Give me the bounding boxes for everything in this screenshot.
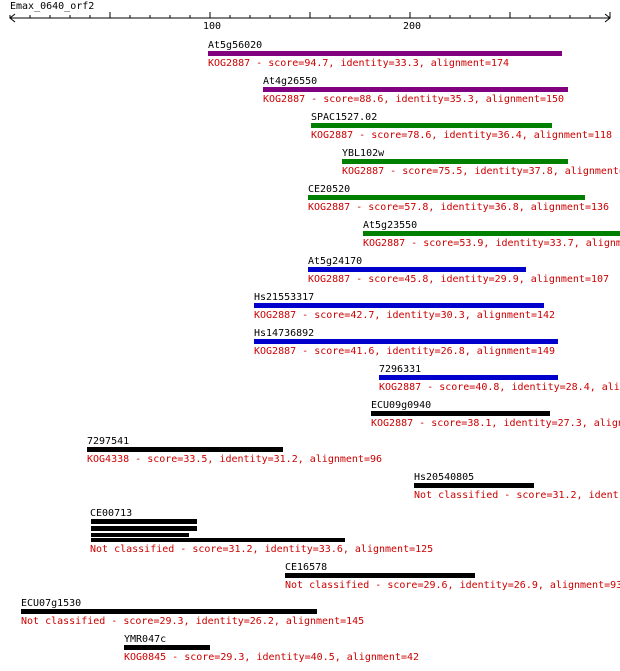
hit-bar[interactable] (263, 87, 568, 92)
ruler-axis (9, 12, 611, 23)
hit-bar[interactable] (311, 123, 552, 128)
hit-bar[interactable] (254, 339, 558, 344)
hit-stats: KOG2887 - score=94.7, identity=33.3, ali… (208, 58, 510, 69)
hit-stats: KOG2887 - score=40.8, identity=28.4, ali (379, 382, 620, 393)
hit-bar[interactable] (308, 195, 585, 200)
hit-name[interactable]: At5g24170 (308, 256, 363, 267)
hit-name[interactable]: CE00713 (90, 508, 133, 519)
hit-bar[interactable] (371, 411, 550, 416)
hit-name[interactable]: CE16578 (285, 562, 328, 573)
hit-stats: KOG0845 - score=29.3, identity=40.5, ali… (124, 652, 420, 663)
hit-bar[interactable] (414, 483, 534, 488)
hit-name[interactable]: ECU07g1530 (21, 598, 82, 609)
hit-stats: KOG2887 - score=38.1, identity=27.3, ali… (371, 418, 620, 429)
hit-bar[interactable] (124, 645, 210, 650)
hit-stats: Not classified - score=31.2, ident (414, 490, 619, 501)
ruler-tick-label: 200 (403, 21, 422, 32)
hit-name[interactable]: 7297541 (87, 436, 130, 447)
hit-stats: KOG2887 - score=53.9, identity=33.7, ali… (363, 238, 620, 249)
hit-name[interactable]: At5g56020 (208, 40, 263, 51)
hit-name[interactable]: SPAC1527.02 (311, 112, 378, 123)
hit-stats: KOG2887 - score=45.8, identity=29.9, ali… (308, 274, 610, 285)
ruler-tick-label: 100 (203, 21, 222, 32)
hit-bar[interactable] (91, 538, 345, 542)
hit-bar-segment[interactable] (91, 526, 197, 531)
sequence-title: Emax_0640_orf2 (10, 1, 95, 12)
hit-stats: KOG4338 - score=33.5, identity=31.2, ali… (87, 454, 383, 465)
hit-stats: KOG2887 - score=42.7, identity=30.3, ali… (254, 310, 556, 321)
hit-bar[interactable] (87, 447, 283, 452)
hit-name[interactable]: YMR047c (124, 634, 167, 645)
hit-stats: KOG2887 - score=75.5, identity=37.8, ali… (342, 166, 620, 177)
hit-bar[interactable] (285, 573, 475, 578)
hit-stats: KOG2887 - score=88.6, identity=35.3, ali… (263, 94, 565, 105)
hit-name[interactable]: Hs21553317 (254, 292, 315, 303)
hit-stats: Not classified - score=29.6, identity=26… (285, 580, 620, 591)
hit-name[interactable]: Hs20540805 (414, 472, 475, 483)
hit-bar[interactable] (379, 375, 558, 380)
hit-bar[interactable] (342, 159, 568, 164)
hit-name[interactable]: ECU09g0940 (371, 400, 432, 411)
hit-stats: Not classified - score=31.2, identity=33… (90, 544, 434, 555)
hit-stats: KOG2887 - score=78.6, identity=36.4, ali… (311, 130, 613, 141)
hit-bar[interactable] (208, 51, 562, 56)
hit-name[interactable]: Hs14736892 (254, 328, 315, 339)
hit-stats: Not classified - score=29.3, identity=26… (21, 616, 365, 627)
hit-bar[interactable] (21, 609, 317, 614)
hit-name[interactable]: YBL102w (342, 148, 385, 159)
hit-name[interactable]: 7296331 (379, 364, 422, 375)
hit-name[interactable]: CE20520 (308, 184, 351, 195)
hit-stats: KOG2887 - score=57.8, identity=36.8, ali… (308, 202, 610, 213)
hit-name[interactable]: At5g23550 (363, 220, 418, 231)
hit-bar[interactable] (254, 303, 544, 308)
hit-bar-segment[interactable] (91, 519, 197, 524)
hit-stats: KOG2887 - score=41.6, identity=26.8, ali… (254, 346, 556, 357)
hit-bar-segment[interactable] (91, 533, 189, 537)
hit-name[interactable]: At4g26550 (263, 76, 318, 87)
hit-bar[interactable] (308, 267, 526, 272)
hit-bar[interactable] (363, 231, 620, 236)
